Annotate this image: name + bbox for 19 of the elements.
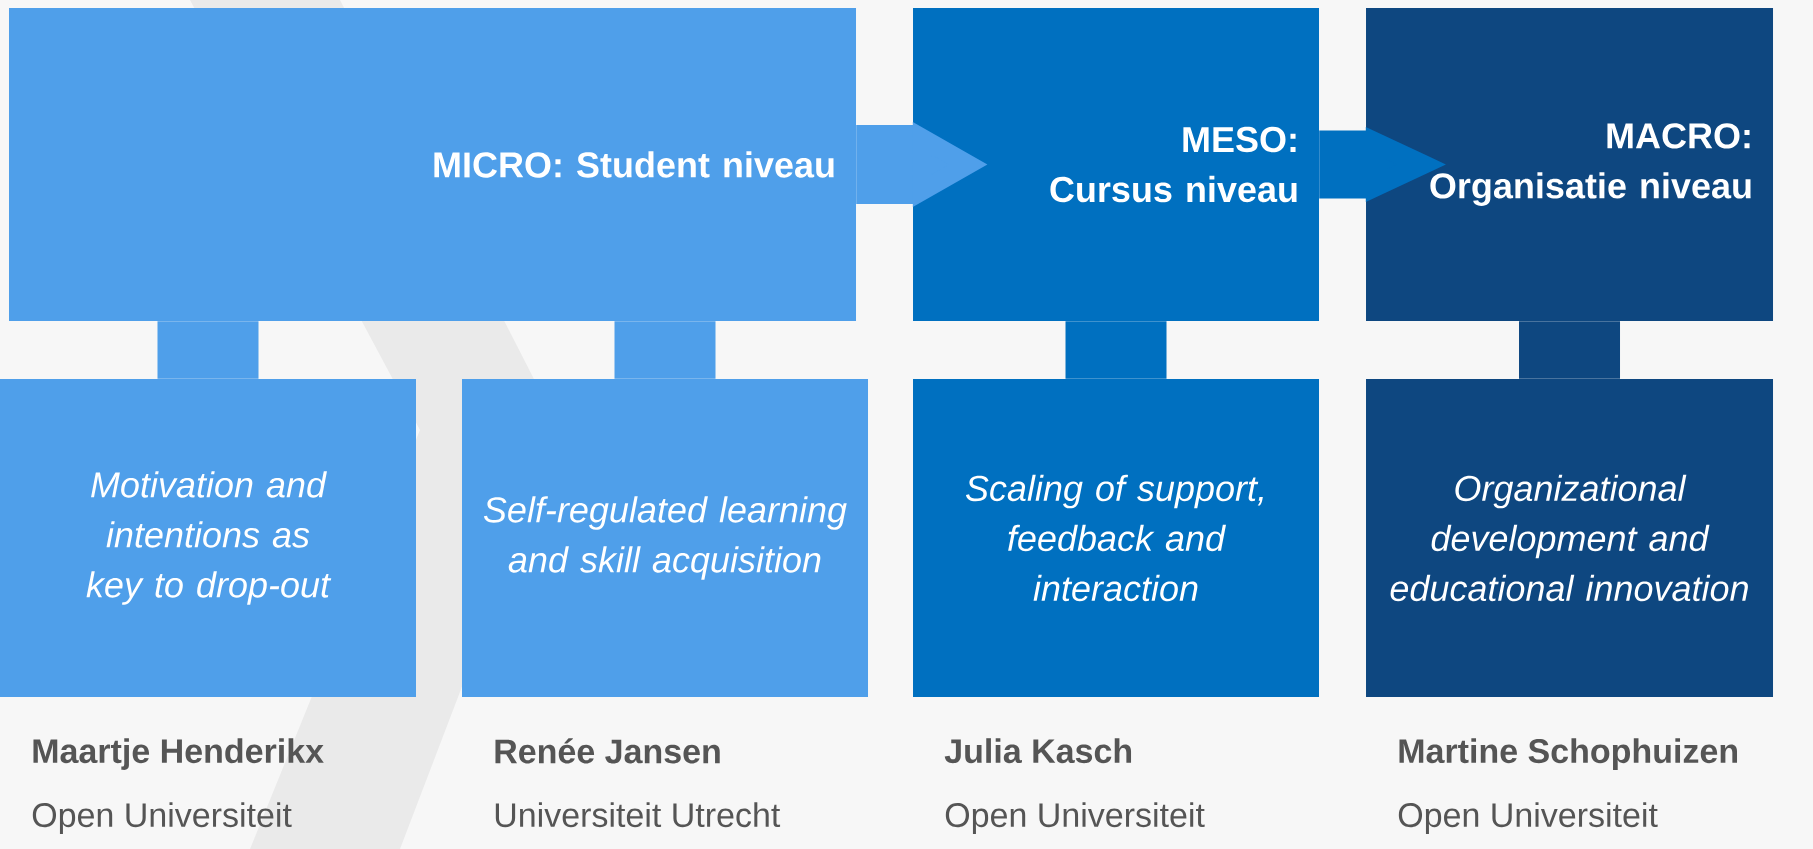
level-box: MICRO: Student niveau [9,8,856,321]
affiliation: Universiteit Utrecht [495,802,781,828]
connector-bar [1065,321,1167,379]
person-name: Julia Kasch [944,738,1132,764]
level-box: MACRO: Organisatie niveau [1366,8,1773,321]
person-name: Maartje Henderikx [33,738,324,770]
connector-bar [614,321,716,379]
connector-bar [1519,321,1620,379]
connector-bar [157,321,259,379]
person-name: Renée Jansen [495,738,720,764]
topic-box: Scaling of support, feedback and interaction [913,379,1319,697]
topic-box: Self-regulated learning and skill acquisition [462,379,868,697]
affiliation: Open Universiteit [32,802,292,834]
affiliation: Open Universiteit [1398,802,1658,834]
topic-box: Organizational development and educational innovation [1366,379,1773,697]
affiliation: Open Universiteit [945,802,1205,834]
topic-box: Motivation and intentions as key to drop-out [0,379,416,697]
level-box: MESO: Cursus niveau [913,8,1319,321]
person-name: Martine Schophuizen [1399,738,1737,770]
